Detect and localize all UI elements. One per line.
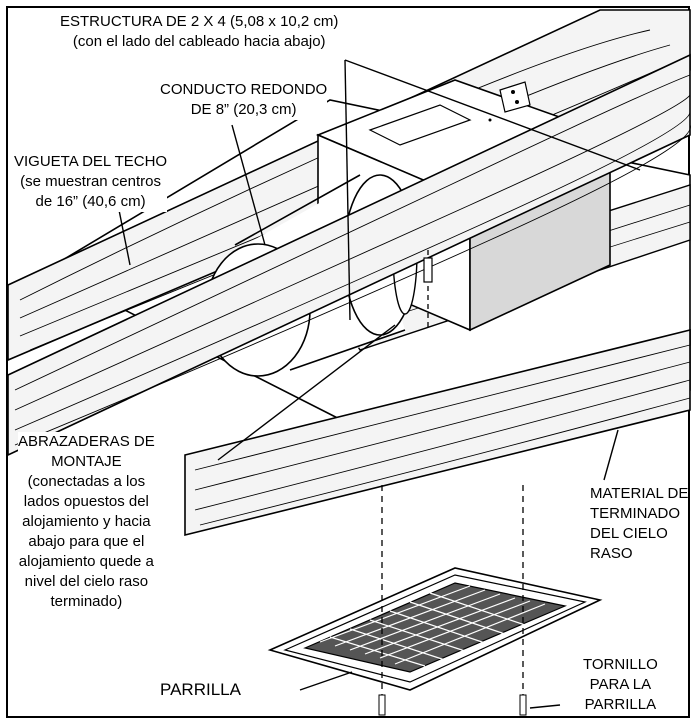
label-joist: VIGUETA DEL TECHO (se muestran centros d… <box>14 152 168 212</box>
label-brackets-line8: nivel del cielo raso <box>24 573 149 590</box>
label-brackets-line7: alojamiento quede a <box>18 553 154 570</box>
leader-lines <box>117 59 641 709</box>
label-brackets: ABRAZADERAS DE MONTAJE (conectadas a los… <box>18 432 155 612</box>
label-framing-line2: (con el lado del cableado hacia abajo) <box>72 33 326 50</box>
label-framing-line1: ESTRUCTURA DE 2 X 4 (5,08 x 10,2 cm) <box>60 13 339 30</box>
label-brackets-line9: terminado) <box>50 593 123 610</box>
label-brackets-line2: MONTAJE <box>51 453 122 470</box>
label-ceiling-line3: DEL CIELO <box>590 525 668 542</box>
label-brackets-line4: lados opuestos del <box>23 493 149 510</box>
label-screw: TORNILLO PARA LA PARRILLA <box>583 655 658 715</box>
label-joist-line1: VIGUETA DEL TECHO <box>14 153 168 170</box>
label-screw-line1: TORNILLO <box>583 656 658 673</box>
grille <box>267 485 603 716</box>
label-grille: PARRILLA <box>160 680 241 700</box>
mounting-bracket <box>423 250 433 330</box>
foreground-joist <box>184 328 691 537</box>
label-ceiling-material: MATERIAL DE TERMINADO DEL CIELO RASO <box>590 484 689 564</box>
label-screw-line2: PARA LA <box>589 676 652 693</box>
label-screw-line3: PARRILLA <box>584 696 657 713</box>
label-ceiling-line2: TERMINADO <box>590 505 680 522</box>
label-brackets-line6: abajo para que el <box>28 533 145 550</box>
label-framing: ESTRUCTURA DE 2 X 4 (5,08 x 10,2 cm) (co… <box>60 12 339 52</box>
label-duct-line2: DE 8” (20,3 cm) <box>190 101 297 118</box>
label-brackets-line3: (conectadas a los <box>27 473 146 490</box>
label-joist-line3: de 16” (40,6 cm) <box>35 193 146 210</box>
grille-mesh <box>319 585 546 667</box>
label-duct-line1: CONDUCTO REDONDO <box>160 81 328 98</box>
label-ceiling-line4: RASO <box>590 545 633 562</box>
label-duct: CONDUCTO REDONDO DE 8” (20,3 cm) <box>160 80 328 120</box>
label-brackets-line1: ABRAZADERAS DE <box>18 433 155 450</box>
label-brackets-line5: alojamiento y hacia <box>22 513 151 530</box>
label-ceiling-line1: MATERIAL DE <box>590 485 689 502</box>
label-joist-line2: (se muestran centros <box>20 173 161 190</box>
